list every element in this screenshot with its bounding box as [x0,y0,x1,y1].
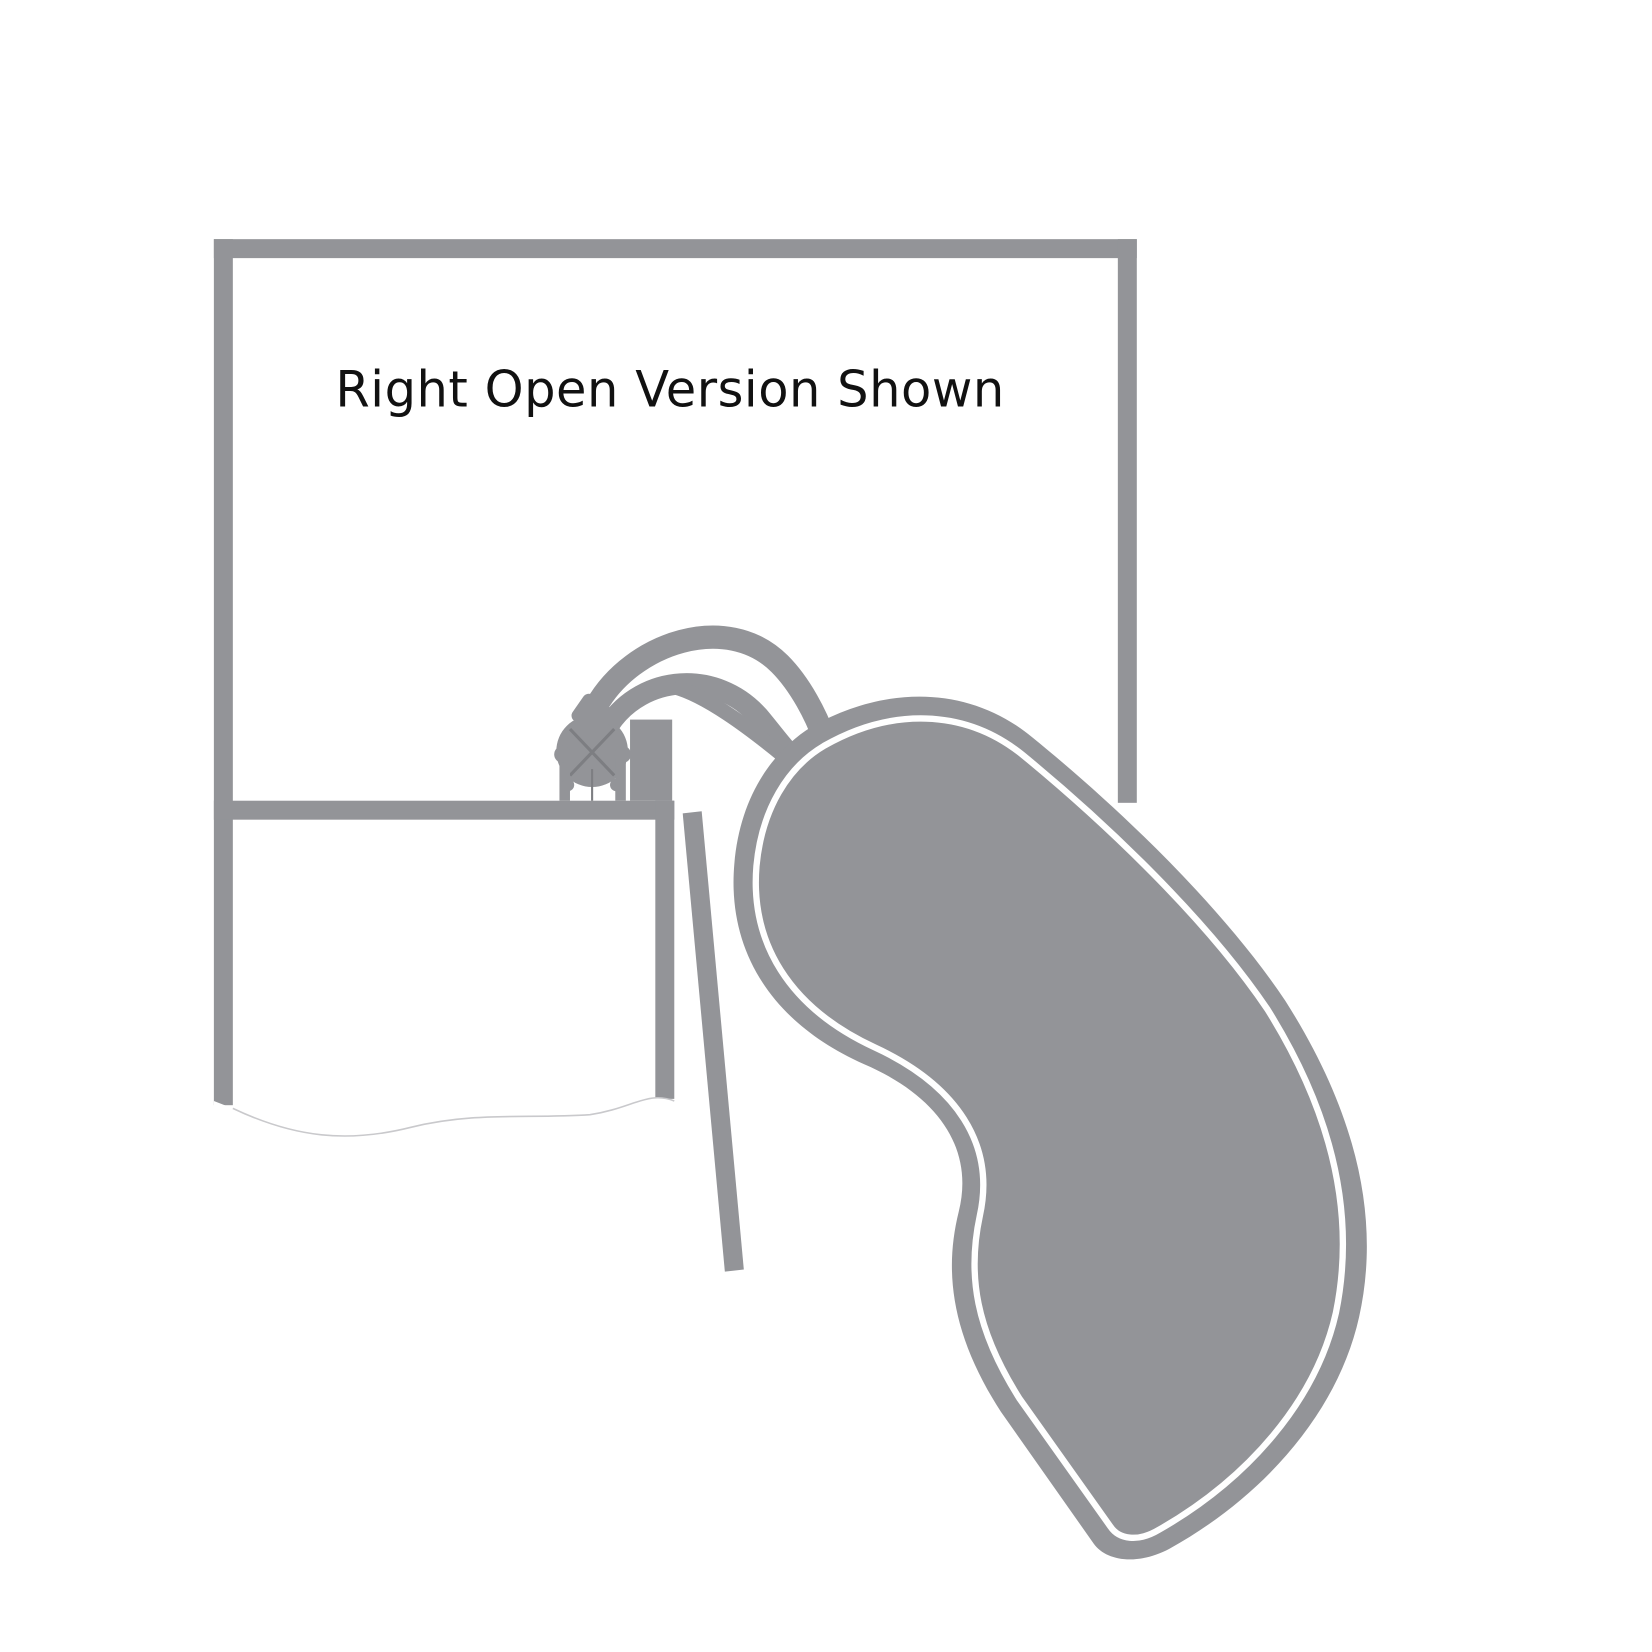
caption-text: Right Open Version Shown [335,361,1004,419]
hinge-mechanism [554,715,673,801]
cabinet-frame [213,239,1137,1106]
kidney-shelf [733,696,1367,1560]
swing-arm [571,625,835,765]
door-panel [682,811,744,1272]
interior-partition [213,800,675,1159]
